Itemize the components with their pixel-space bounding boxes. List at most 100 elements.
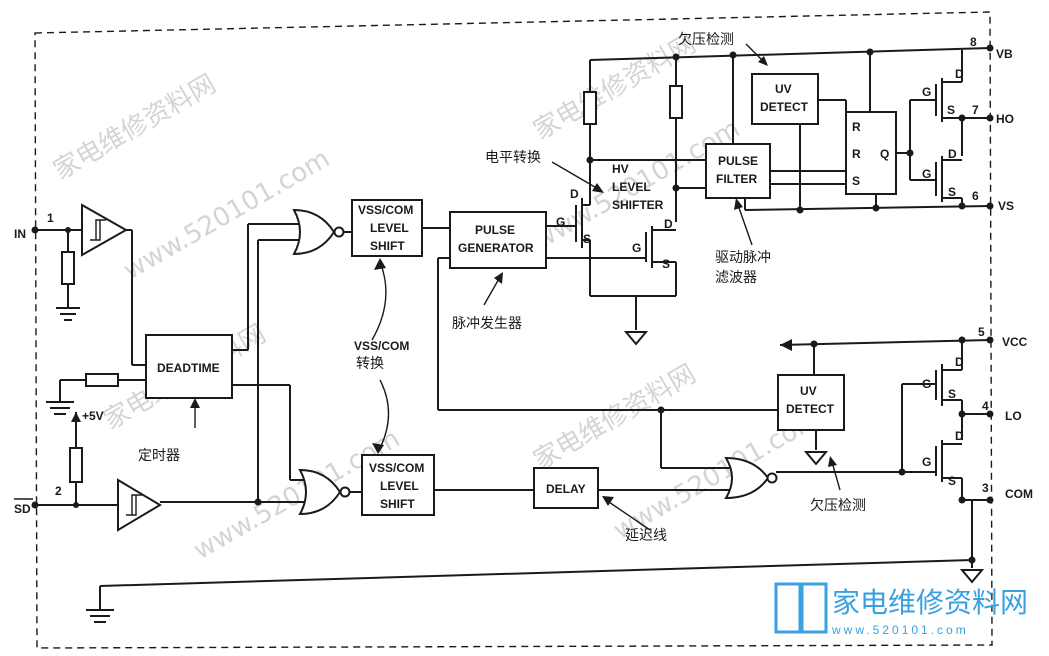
pin-vb-number: 8: [970, 35, 977, 49]
hv-line3: SHIFTER: [612, 198, 664, 212]
level-shift-bottom-line3: SHIFT: [380, 497, 415, 511]
latch-r2: R: [852, 147, 861, 161]
pin-com-number: 3: [982, 481, 989, 495]
vs-line: [744, 194, 994, 214]
uv-bot-line1: UV: [800, 384, 817, 398]
pin-vcc-number: 5: [978, 325, 985, 339]
uv-top-annotation: 欠压检测: [678, 32, 734, 48]
low-side-output: [86, 336, 994, 623]
t5-gate-letter: G: [922, 377, 931, 391]
t5-drain-letter: D: [955, 355, 964, 369]
deadtime-resistor: [46, 373, 146, 415]
level-shift-top: [351, 199, 423, 257]
pin-lo-number: 4: [982, 399, 989, 413]
deadtime-wires: [232, 223, 306, 481]
t6-gate-letter: G: [922, 455, 931, 469]
pulse-filter-line1: PULSE: [718, 154, 758, 168]
pin-vs-number: 6: [972, 189, 979, 203]
pin-vcc-label: VCC: [1002, 335, 1028, 349]
level-shift-top-line3: SHIFT: [370, 239, 405, 253]
hv-line1: HV: [612, 162, 629, 176]
pin-vs-label: VS: [998, 199, 1014, 213]
level-shift-bottom-line1: VSS/COM: [369, 461, 424, 475]
delay-label: DELAY: [546, 482, 586, 496]
t4-gate-letter: G: [922, 167, 931, 181]
pulse-filter-line2: FILTER: [716, 172, 757, 186]
pin-lo-label: LO: [1005, 409, 1022, 423]
t2-drain-letter: D: [664, 217, 673, 231]
supply-label: +5V: [82, 409, 104, 423]
t1-source-letter: S: [583, 232, 591, 246]
pin-ho-label: HO: [996, 112, 1014, 126]
t1-gate-letter: G: [556, 215, 565, 229]
pulse-gen-annotation: 脉冲发生器: [452, 316, 522, 332]
pulse-gen-arrow: [483, 276, 501, 306]
nor-gate-lowside: [724, 456, 778, 500]
uv-bot-annotation: 欠压检测: [810, 498, 866, 514]
package-outline: [34, 11, 993, 649]
pin-in-number: 1: [47, 211, 54, 225]
vss-com-annotation-line1: VSS/COM: [354, 339, 409, 353]
vss-com-annotation-line2: 转换: [356, 355, 384, 372]
latch-q: Q: [880, 147, 889, 161]
timer-annotation: 定时器: [138, 448, 180, 464]
uv-bot-arrow: [831, 461, 841, 491]
uv-bot-line2: DETECT: [786, 402, 835, 416]
uv-detect-bottom: [777, 374, 845, 431]
pulse-filter-block: [705, 143, 771, 199]
hv-line2: LEVEL: [612, 180, 651, 194]
pin-com-label: COM: [1005, 487, 1033, 501]
level-shift-bottom-line2: LEVEL: [380, 479, 419, 493]
pin-vb-label: VB: [996, 47, 1013, 61]
pin-in-label: IN: [14, 227, 26, 241]
sd-input-section: [31, 239, 306, 532]
pin-sd-label: SD: [14, 502, 31, 516]
uv-top-line2: DETECT: [760, 100, 809, 114]
level-shift-top-line1: VSS/COM: [358, 203, 413, 217]
delay-block: [533, 467, 599, 509]
nor-gate-top: [292, 208, 352, 256]
svg-text:家电维修资料网: 家电维修资料网: [49, 69, 222, 186]
pulse-gen-wires: [437, 225, 780, 469]
driver-filter-line2: 滤波器: [715, 270, 757, 286]
delay-annotation: 延迟线: [625, 528, 667, 544]
filter-arrow: [737, 204, 753, 246]
high-side-output: [935, 50, 994, 206]
uv-top-line1: UV: [775, 82, 792, 96]
pin-sd-number: 2: [55, 484, 62, 498]
site-logo: 家电维修资料网 www.520101.com: [774, 582, 1028, 637]
latch-s: S: [852, 174, 860, 188]
t6-drain-letter: D: [955, 429, 964, 443]
uv-detect-top: [751, 73, 819, 125]
watermark: www.520101.com 家电维修资料网 www.520101.com 家电…: [49, 29, 826, 566]
t3-gate-letter: G: [922, 85, 931, 99]
pin-ho-number: 7: [972, 103, 979, 117]
driver-filter-line1: 驱动脉冲: [715, 250, 771, 266]
level-conv-arrow: [551, 161, 601, 191]
t1-drain-letter: D: [570, 187, 579, 201]
hv-level-shifter: [575, 44, 994, 346]
svg-text:家电维修资料网: 家电维修资料网: [529, 359, 702, 476]
vss-com-arrow: [371, 258, 390, 454]
in-input-section: [31, 203, 146, 366]
t2-gate-letter: G: [632, 241, 641, 255]
delay-arrow: [605, 499, 651, 531]
latch-r1: R: [852, 120, 861, 134]
t4-source-letter: S: [948, 185, 956, 199]
logo-url: www.520101.com: [831, 623, 969, 637]
deadtime-label: DEADTIME: [157, 361, 220, 375]
t4-drain-letter: D: [948, 147, 957, 161]
pulse-generator-line1: PULSE: [475, 223, 515, 237]
t6-source-letter: S: [948, 474, 956, 488]
nor-gate-bottom: [298, 468, 362, 516]
level-shift-bottom: [361, 454, 435, 516]
level-shift-top-line2: LEVEL: [370, 221, 409, 235]
t3-source-letter: S: [947, 103, 955, 117]
t2-source-letter: S: [662, 257, 670, 271]
logo-name: 家电维修资料网: [832, 586, 1028, 619]
pulse-generator-block: [449, 211, 547, 269]
t5-source-letter: S: [948, 387, 956, 401]
deadtime-block: [145, 334, 233, 399]
